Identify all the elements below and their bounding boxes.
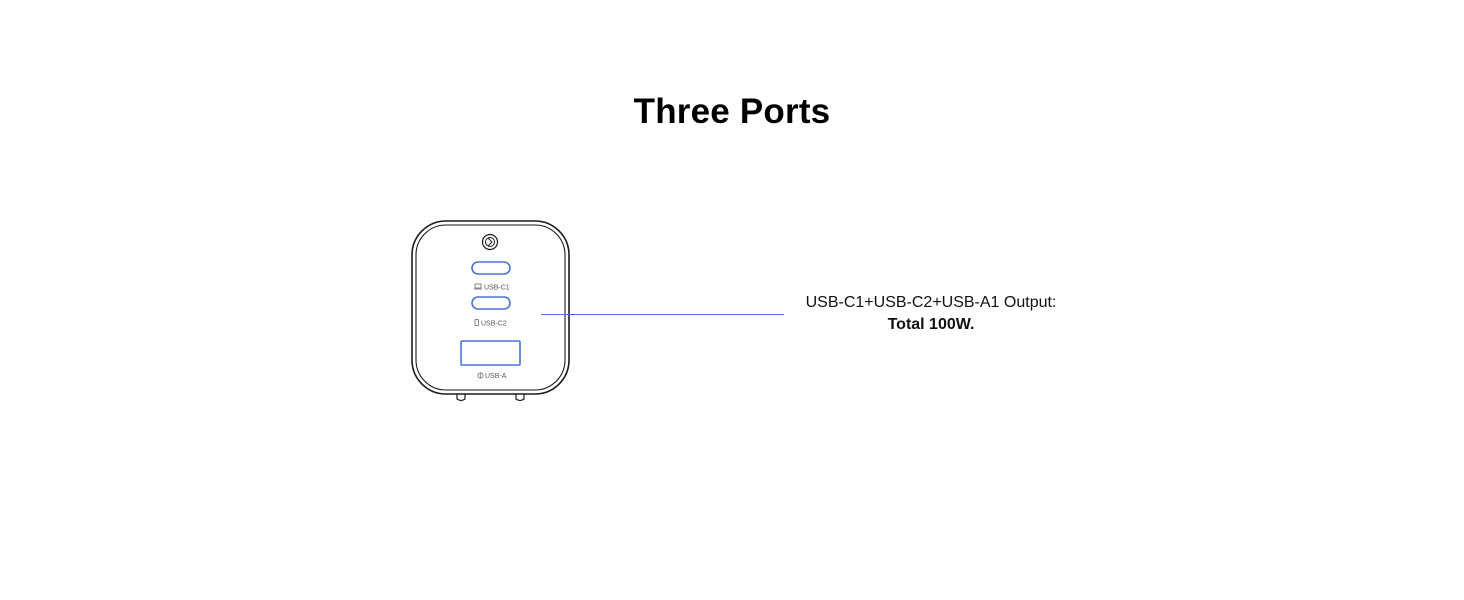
earbuds-icon — [477, 372, 484, 379]
phone-icon — [474, 319, 479, 326]
callout-output-line: USB-C1+USB-C2+USB-A1 Output: — [805, 294, 1057, 311]
callout-total-line: Total 100W. — [887, 316, 975, 333]
output-callout: USB-C1+USB-C2+USB-A1 Output: Total 100W. — [786, 292, 1076, 336]
usb-c1-label: USB-C1 — [484, 285, 510, 292]
usb-a-label: USB-A — [485, 373, 507, 380]
usb-c2-port — [471, 296, 511, 310]
usb-c1-port — [471, 261, 511, 275]
prong-left — [456, 394, 466, 402]
usb-a-port — [460, 340, 521, 366]
brand-logo-icon — [481, 233, 499, 251]
laptop-icon — [474, 283, 482, 290]
charger-body-inner — [415, 224, 566, 391]
prong-right — [515, 394, 525, 402]
page-title: Three Ports — [633, 92, 831, 131]
usb-c2-label: USB-C2 — [481, 321, 507, 328]
